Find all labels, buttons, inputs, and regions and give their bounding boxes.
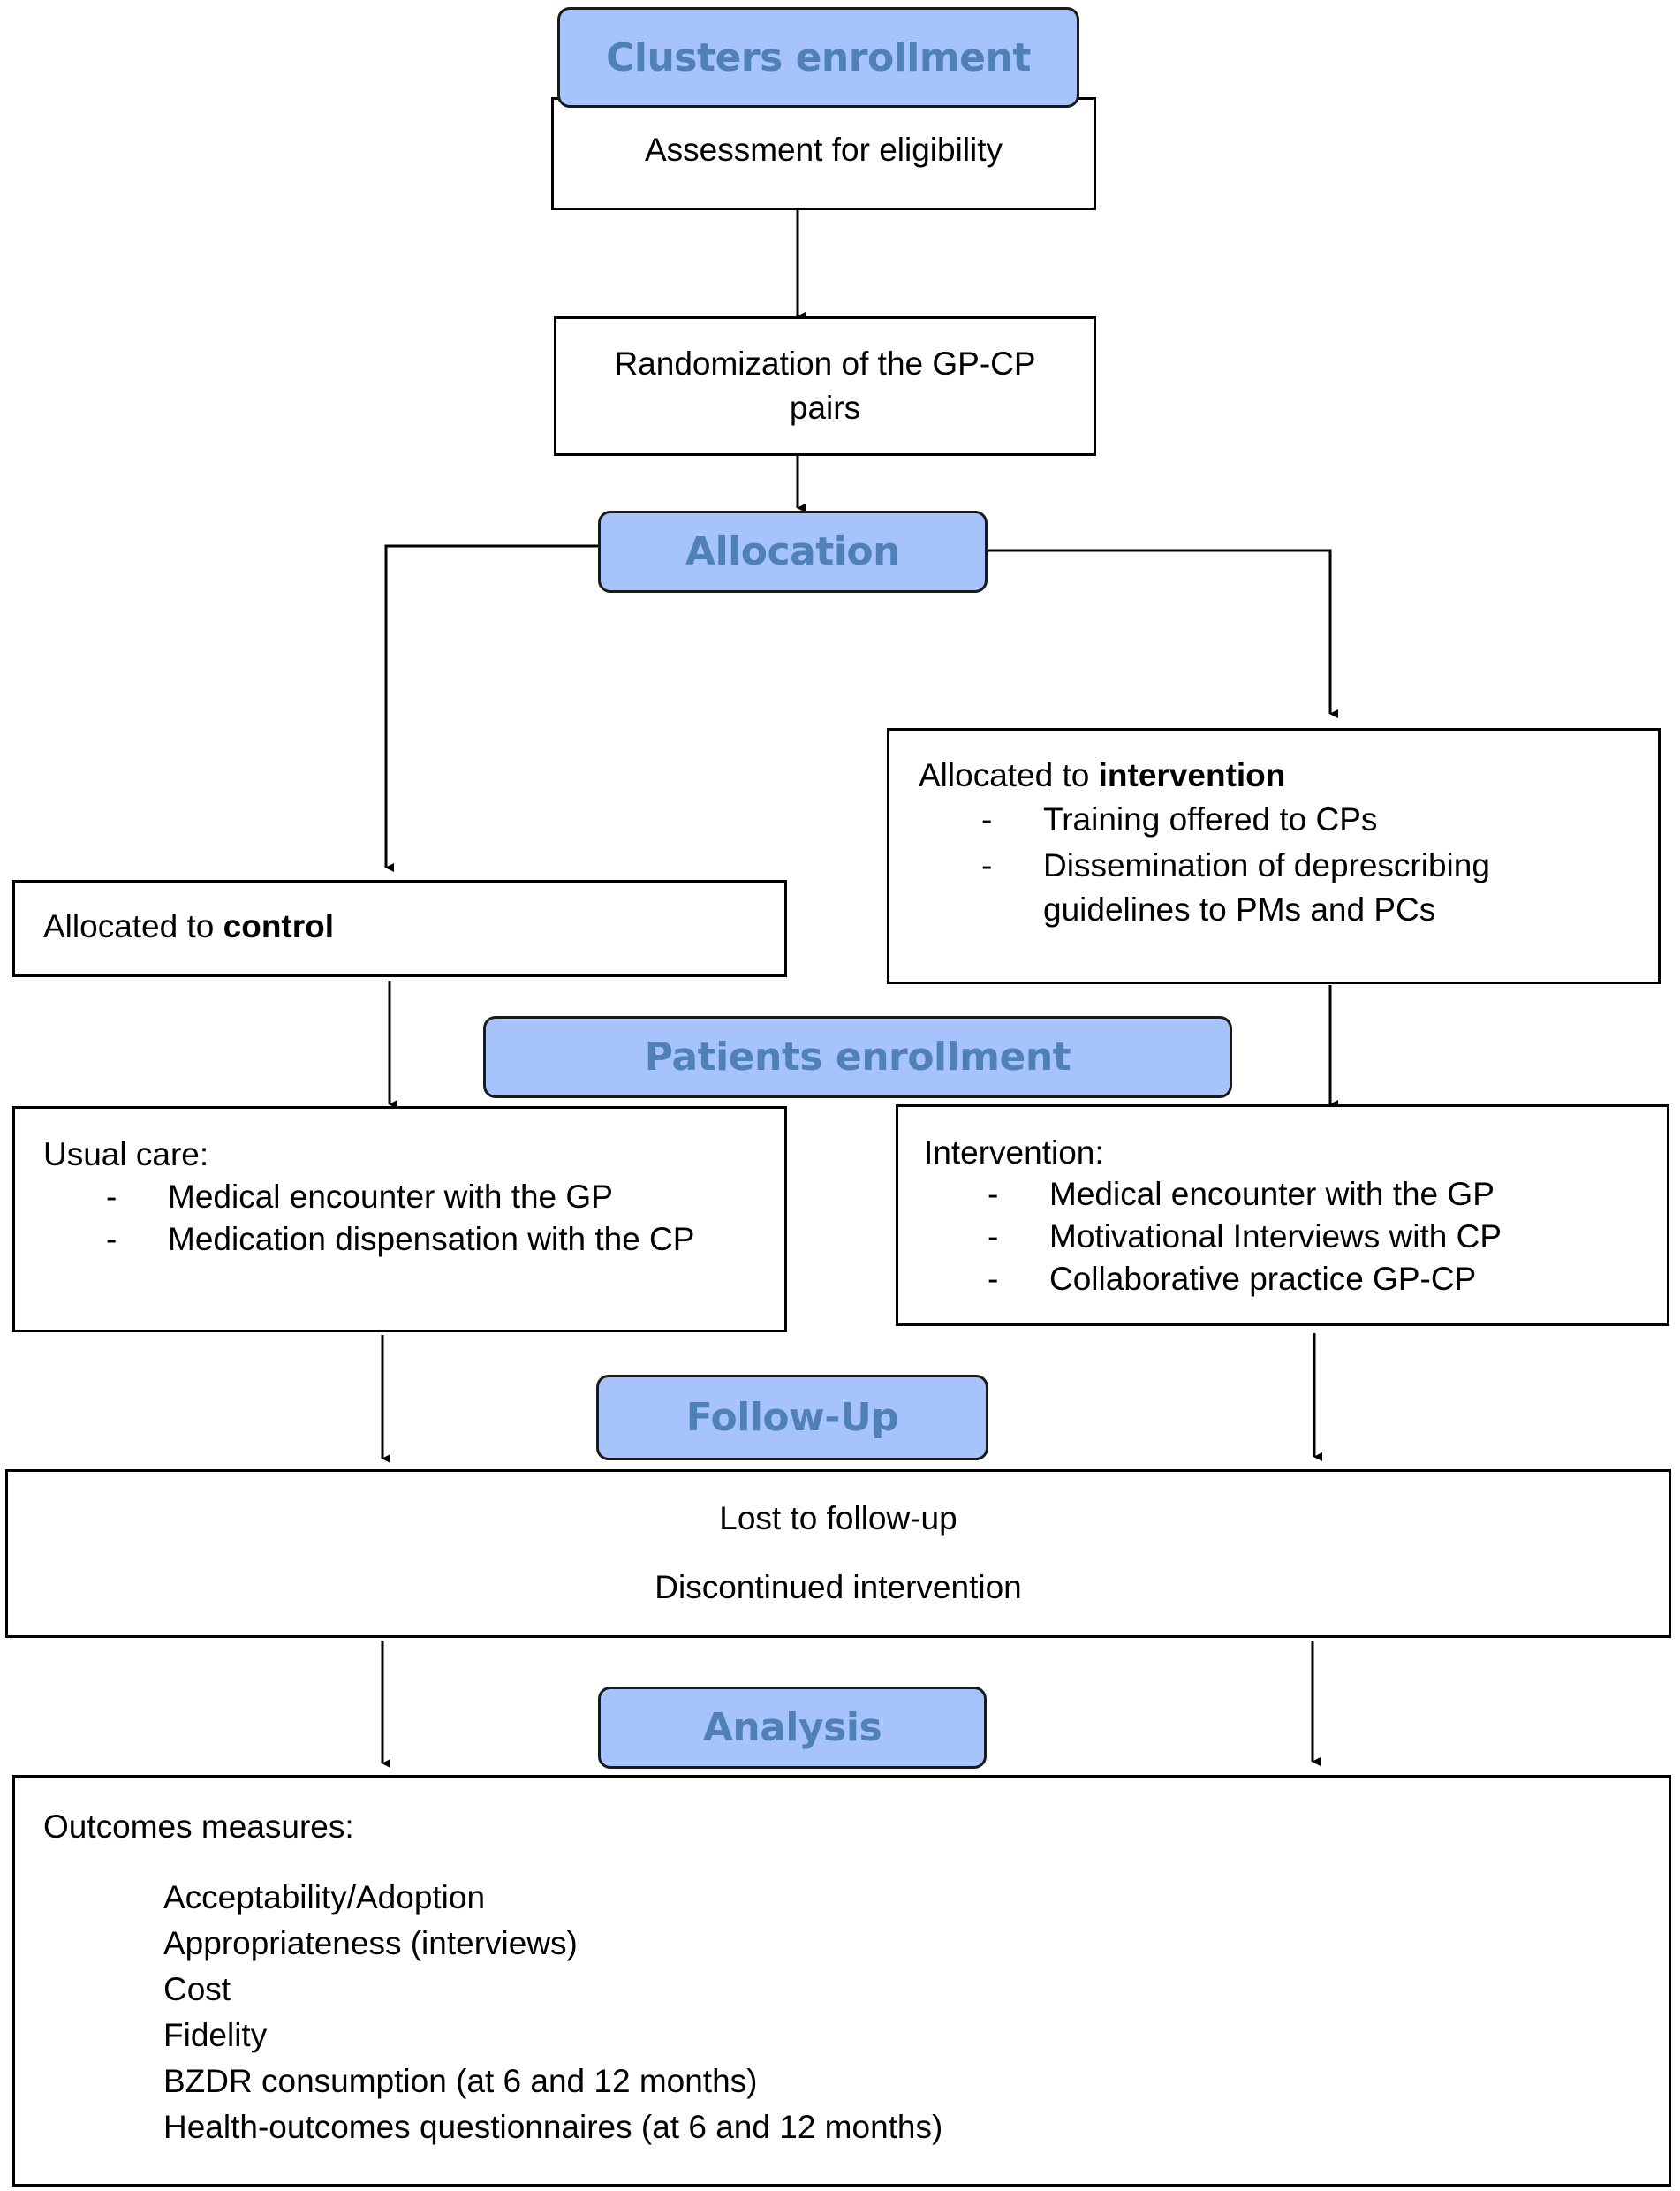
usual-care-item-2: Medication dispensation with the CP	[168, 1221, 695, 1257]
lost-to-follow-up-text: Lost to follow-up	[719, 1500, 957, 1536]
allocation-stage: Allocation	[598, 511, 988, 593]
intervention-title: Intervention:	[924, 1134, 1104, 1171]
intervention-item-3: Collaborative practice GP-CP	[1049, 1261, 1477, 1297]
list-item: Fidelity	[163, 2017, 268, 2053]
outcomes-box: Outcomes measures: Acceptability/Adoptio…	[12, 1775, 1671, 2187]
dash-bullet: -	[988, 1261, 999, 1297]
clusters-enrollment-stage: Clusters enrollment	[557, 7, 1079, 108]
usual-care-title: Usual care:	[43, 1136, 209, 1172]
follow-up-stage: Follow-Up	[596, 1375, 988, 1460]
list-item: - Dissemination of deprescribing	[981, 844, 1490, 888]
intervention-item-2: Motivational Interviews with CP	[1049, 1218, 1502, 1255]
list-item: - Medical encounter with the GP	[106, 1175, 613, 1219]
dash-bullet: -	[981, 801, 993, 838]
arrow-allocation-to-intervention	[987, 549, 1338, 718]
arrow-allocation-to-control	[384, 544, 601, 872]
control-text: Allocated to control	[43, 905, 334, 949]
list-item: - Medical encounter with the GP	[988, 1172, 1495, 1217]
list-item: Cost	[163, 1971, 231, 2007]
dash-bullet: -	[981, 847, 993, 883]
randomization-line-2: pairs	[789, 390, 861, 426]
list-item: - Medication dispensation with the CP	[106, 1217, 694, 1262]
assessment-text: Assessment for eligibility	[644, 132, 1003, 168]
intervention-allocation-heading: Allocated to intervention	[919, 754, 1285, 798]
control-bold: control	[223, 908, 335, 944]
list-item: BZDR consumption (at 6 and 12 months)	[163, 2063, 758, 2099]
randomization-line-1: Randomization of the GP-CP	[614, 345, 1036, 382]
patients-enrollment-stage: Patients enrollment	[483, 1016, 1232, 1098]
intervention-allocation-prefix: Allocated to	[919, 757, 1099, 793]
intervention-allocation-box: Allocated to intervention - Training offe…	[887, 728, 1661, 984]
list-item: Health-outcomes questionnaires (at 6 and…	[163, 2109, 943, 2145]
list-item: - Training offered to CPs	[981, 798, 1377, 842]
analysis-stage: Analysis	[598, 1687, 987, 1769]
dash-bullet: -	[988, 1218, 999, 1255]
intervention-allocation-item-2: Dissemination of deprescribing	[1043, 847, 1490, 883]
list-item: - Motivational Interviews with CP	[988, 1215, 1502, 1259]
randomization-box: Randomization of the GP-CP pairs	[554, 316, 1096, 456]
intervention-allocation-item-2-cont: guidelines to PMs and PCs	[1043, 891, 1436, 928]
assessment-box: Assessment for eligibility	[551, 97, 1096, 210]
control-prefix: Allocated to	[43, 908, 223, 944]
discontinued-intervention-text: Discontinued intervention	[655, 1569, 1022, 1605]
intervention-item-1: Medical encounter with the GP	[1049, 1176, 1495, 1212]
follow-up-box: Lost to follow-up Discontinued intervent…	[5, 1469, 1671, 1638]
list-item: - Collaborative practice GP-CP	[988, 1257, 1476, 1301]
intervention-allocation-bold: intervention	[1098, 757, 1286, 793]
dash-bullet: -	[988, 1176, 999, 1212]
control-box: Allocated to control	[12, 880, 787, 977]
intervention-box: Intervention: - Medical encounter with th…	[896, 1104, 1669, 1326]
list-item: Appropriateness (interviews)	[163, 1925, 578, 1961]
usual-care-box: Usual care: - Medical encounter with the …	[12, 1106, 787, 1332]
intervention-allocation-item-1: Training offered to CPs	[1043, 801, 1378, 838]
list-item: Acceptability/Adoption	[163, 1879, 486, 1915]
dash-bullet: -	[106, 1179, 117, 1215]
usual-care-item-1: Medical encounter with the GP	[168, 1179, 613, 1215]
outcomes-title: Outcomes measures:	[43, 1808, 354, 1845]
dash-bullet: -	[106, 1221, 117, 1257]
